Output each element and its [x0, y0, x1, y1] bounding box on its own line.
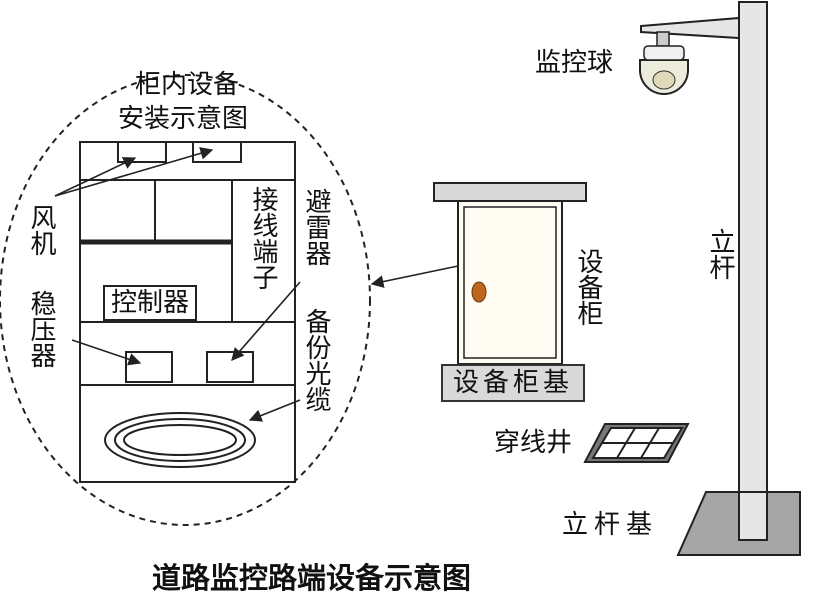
lightning-label: 避雷器 [301, 188, 331, 266]
cabinet-interior [79, 141, 296, 483]
controller-label: 控制器 [103, 285, 198, 321]
diagram-title: 道路监控路端设备示意图 [152, 561, 472, 595]
cabinet-door-inset [463, 206, 557, 359]
camera-lens [652, 70, 676, 90]
cabinet-base-label: 设备柜基 [441, 364, 585, 402]
detail-heading-line1: 柜内设备 [135, 70, 240, 100]
fan-label: 风机 [26, 204, 56, 256]
wire-well-label: 穿线井 [494, 428, 573, 458]
camera-collar [643, 45, 685, 61]
cabinet-roof [433, 182, 587, 202]
camera-mount [656, 31, 670, 47]
stabilizer-label: 稳压器 [26, 290, 56, 368]
camera-label: 监控球 [535, 48, 614, 78]
lightning-unit [206, 351, 254, 383]
callout-arrows [54, 147, 459, 422]
pole-arm [640, 16, 740, 40]
fan-unit-right [192, 141, 242, 163]
fan-unit-left [117, 141, 167, 163]
pole-body [738, 1, 768, 541]
cabinet-body [457, 200, 563, 365]
cabinet-label: 设备柜 [573, 248, 603, 326]
cable-coil [104, 412, 256, 468]
detail-oval [0, 74, 371, 526]
pole-label: 立杆 [705, 228, 735, 280]
stabilizer-unit [125, 351, 173, 383]
backup-cable-label: 备份光缆 [301, 308, 331, 412]
wire-well-grate [583, 423, 690, 463]
cabinet-knob [471, 281, 487, 303]
detail-heading-line2: 安装示意图 [118, 104, 249, 134]
terminal-label: 接线端子 [248, 186, 278, 290]
pole-base-label: 立杆基 [562, 510, 659, 540]
pole-foot [738, 491, 768, 541]
